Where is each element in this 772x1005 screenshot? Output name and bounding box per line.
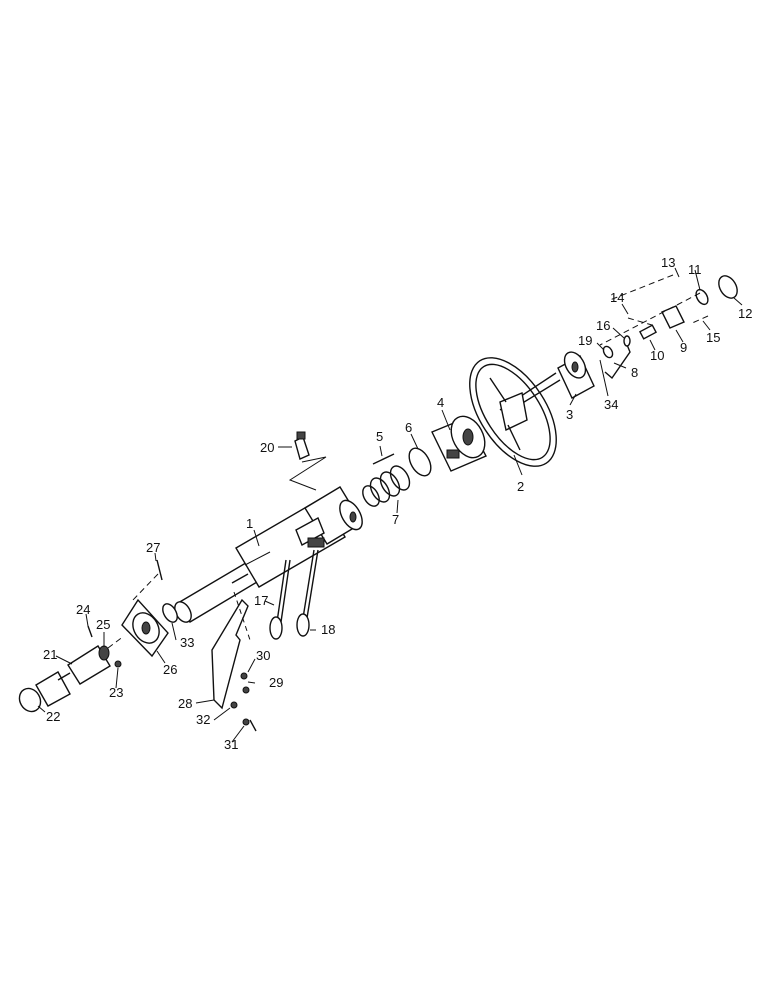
callout-33: 33 bbox=[180, 635, 194, 650]
callout-12: 12 bbox=[738, 306, 752, 321]
callout-26: 26 bbox=[163, 662, 177, 677]
callout-14: 14 bbox=[610, 290, 624, 305]
callout-2: 2 bbox=[517, 479, 524, 494]
callout-31: 31 bbox=[224, 737, 238, 752]
callout-24: 24 bbox=[76, 602, 90, 617]
callout-34: 34 bbox=[604, 397, 618, 412]
callout-labels: 1 2 3 4 5 6 7 8 9 10 11 12 13 14 15 16 1… bbox=[43, 255, 752, 752]
callout-1: 1 bbox=[246, 516, 253, 531]
callout-32: 32 bbox=[196, 712, 210, 727]
callout-3: 3 bbox=[566, 407, 573, 422]
hub bbox=[557, 351, 595, 399]
callout-19: 19 bbox=[578, 333, 592, 348]
callout-25: 25 bbox=[96, 617, 110, 632]
callout-21: 21 bbox=[43, 647, 57, 662]
callout-23: 23 bbox=[109, 685, 123, 700]
flange-plate bbox=[121, 598, 169, 658]
steering-column-tube bbox=[174, 486, 363, 623]
spacer-10 bbox=[638, 324, 658, 340]
callout-6: 6 bbox=[405, 420, 412, 435]
callout-8: 8 bbox=[631, 365, 638, 380]
callout-11: 11 bbox=[688, 262, 702, 277]
mounting-bracket bbox=[211, 591, 257, 732]
callout-29: 29 bbox=[269, 675, 283, 690]
bolt-27 bbox=[130, 559, 163, 603]
callout-27: 27 bbox=[146, 540, 160, 555]
lever-17 bbox=[269, 559, 291, 640]
callout-7: 7 bbox=[392, 512, 399, 527]
callout-22: 22 bbox=[46, 709, 60, 724]
leader-lines bbox=[37, 267, 743, 743]
callout-16: 16 bbox=[596, 318, 610, 333]
cover-12 bbox=[718, 275, 738, 299]
callout-13: 13 bbox=[661, 255, 675, 270]
clip-9 bbox=[661, 305, 685, 329]
callout-5: 5 bbox=[376, 429, 383, 444]
callout-15: 15 bbox=[706, 330, 720, 345]
pin bbox=[372, 453, 395, 465]
snap-ring bbox=[408, 447, 432, 477]
lever-18 bbox=[296, 549, 319, 637]
washer bbox=[162, 603, 178, 623]
nut-11 bbox=[695, 288, 709, 306]
callout-30: 30 bbox=[256, 648, 270, 663]
callout-4: 4 bbox=[437, 395, 444, 410]
set-screw-24 bbox=[87, 625, 93, 638]
bushing-16 bbox=[623, 335, 631, 347]
spring-set bbox=[362, 465, 411, 507]
switch bbox=[288, 431, 327, 491]
bushing-19 bbox=[602, 345, 614, 359]
shaft-line bbox=[599, 274, 709, 346]
callout-18: 18 bbox=[321, 622, 335, 637]
callout-20: 20 bbox=[260, 440, 274, 455]
callout-28: 28 bbox=[178, 696, 192, 711]
housing bbox=[431, 415, 487, 472]
callout-17: 17 bbox=[254, 593, 268, 608]
callout-9: 9 bbox=[680, 340, 687, 355]
steering-wheel bbox=[469, 357, 561, 467]
callout-10: 10 bbox=[650, 348, 664, 363]
universal-joint bbox=[18, 635, 125, 713]
